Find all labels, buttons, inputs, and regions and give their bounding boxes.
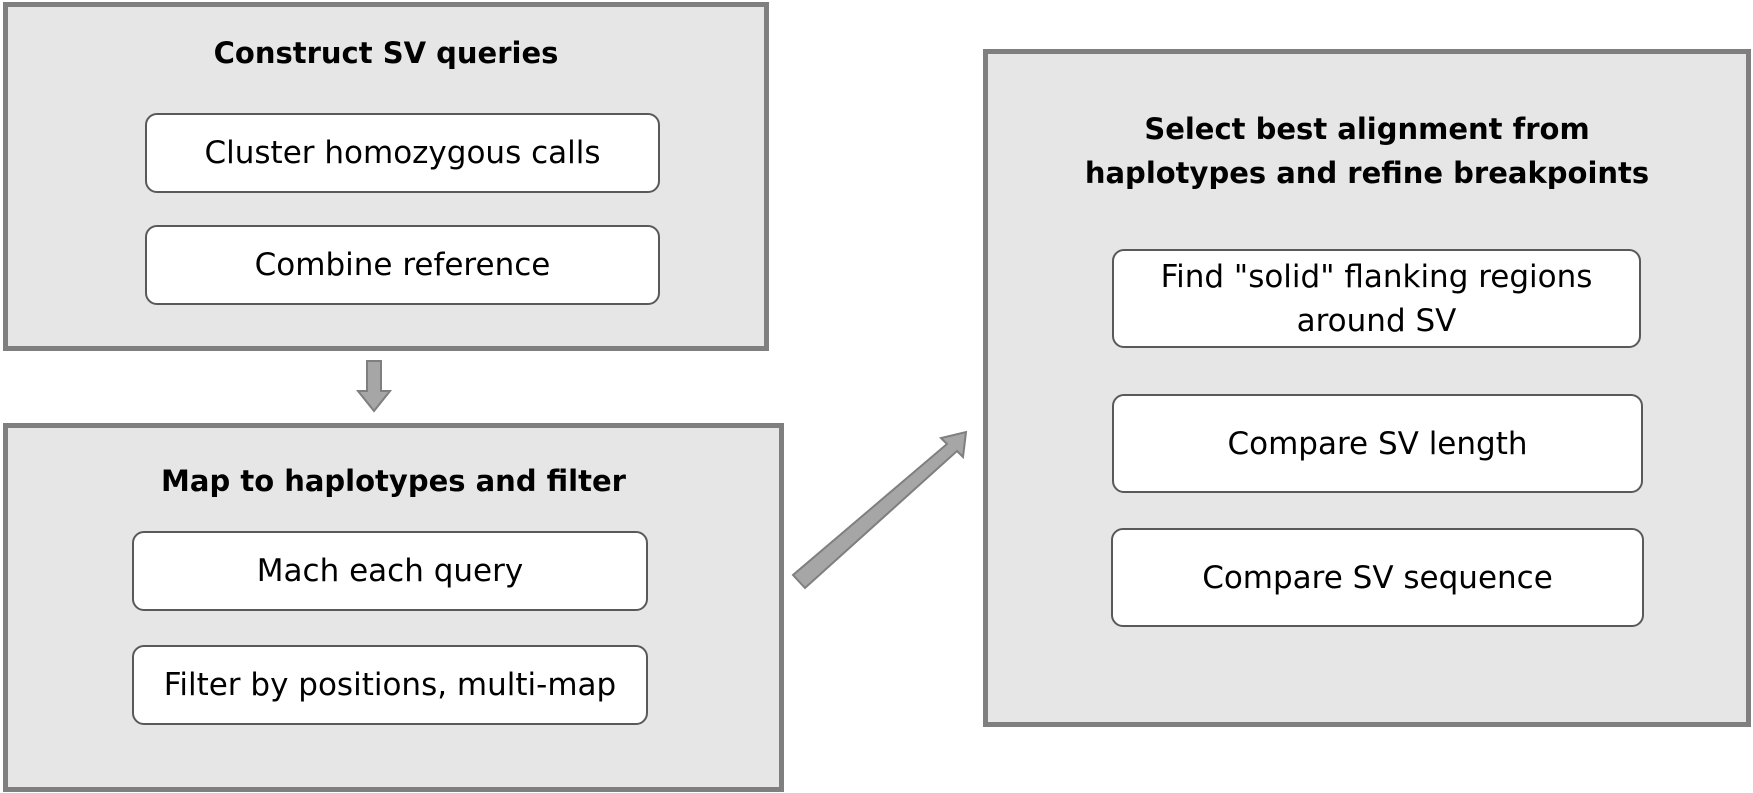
step-box: Combine reference [145, 225, 660, 305]
down-arrow-icon [355, 360, 393, 413]
step-box: Mach each query [132, 531, 648, 611]
diagonal-arrow-icon [791, 430, 968, 590]
step-box: Compare SV sequence [1111, 528, 1644, 627]
panel-construct-sv-queries: Construct SV queries Cluster homozygous … [3, 2, 769, 351]
panel-map-to-haplotypes: Map to haplotypes and filter Mach each q… [3, 423, 784, 792]
step-box: Compare SV length [1112, 394, 1643, 493]
panel-title: Select best alignment from haplotypes an… [1084, 112, 1650, 190]
step-box: Cluster homozygous calls [145, 113, 660, 193]
step-box: Find "solid" flanking regions around SV [1112, 249, 1641, 348]
panel-select-best-alignment: Select best alignment from haplotypes an… [983, 49, 1751, 727]
step-box: Filter by positions, multi-map [132, 645, 648, 725]
panel-title: Map to haplotypes and filter [161, 464, 626, 498]
panel-title: Construct SV queries [213, 36, 559, 70]
